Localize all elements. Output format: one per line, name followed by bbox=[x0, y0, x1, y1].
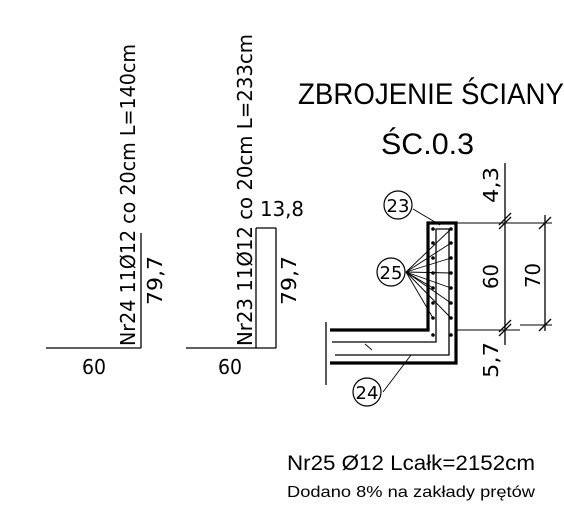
bar-nr23-spec: Nr23 11Ø12 co 20cm L=233cm bbox=[233, 34, 257, 346]
svg-text:25: 25 bbox=[380, 263, 403, 284]
svg-text:23: 23 bbox=[387, 196, 410, 217]
wall-section: 23 25 24 4,3 60 5,7 bbox=[325, 163, 552, 407]
bar-nr23: Nr23 11Ø12 co 20cm L=233cm 79,7 13,8 60 bbox=[186, 34, 304, 379]
marker-23: 23 bbox=[383, 190, 413, 220]
bar-nr23-horizontal-length: 60 bbox=[218, 355, 242, 379]
bar-nr24: Nr24 11Ø12 co 20cm L=140cm 79,7 60 bbox=[46, 44, 167, 379]
note-line-2: Dodano 8% na zakłady prętów bbox=[287, 484, 535, 501]
note-line-1: Nr25 Ø12 Lcałk=2152cm bbox=[287, 452, 535, 475]
section-inner-rebar bbox=[332, 228, 450, 356]
dim-overall: 70 bbox=[521, 263, 545, 288]
leader-25 bbox=[405, 228, 452, 319]
notes: Nr25 Ø12 Lcałk=2152cm Dodano 8% na zakła… bbox=[287, 452, 535, 501]
svg-text:24: 24 bbox=[356, 383, 379, 404]
title-line-1: ZBROJENIE ŚCIANY bbox=[298, 77, 564, 111]
bar-nr23-vertical-length: 79,7 bbox=[277, 256, 301, 305]
leader-23 bbox=[412, 208, 441, 226]
dim-bottom: 5,7 bbox=[479, 342, 503, 378]
bar-nr23-hook-length: 13,8 bbox=[260, 197, 304, 221]
section-slab-tick bbox=[364, 343, 373, 351]
dimension-chain-inner: 4,3 60 5,7 bbox=[457, 163, 520, 378]
bar-nr24-vertical-length: 79,7 bbox=[143, 256, 167, 305]
dim-middle: 60 bbox=[479, 264, 503, 289]
dimension-overall: 70 bbox=[520, 215, 552, 332]
drawing-title: ZBROJENIE ŚCIANY ŚC.0.3 bbox=[298, 77, 564, 161]
marker-24: 24 bbox=[352, 377, 382, 407]
section-outline bbox=[330, 221, 458, 365]
title-line-2: ŚC.0.3 bbox=[381, 127, 474, 161]
marker-25: 25 bbox=[376, 257, 406, 287]
bar-nr24-spec: Nr24 11Ø12 co 20cm L=140cm bbox=[116, 44, 140, 346]
dim-top: 4,3 bbox=[479, 167, 503, 203]
bar-nr24-horizontal-length: 60 bbox=[82, 355, 106, 379]
leader-24 bbox=[382, 354, 412, 393]
